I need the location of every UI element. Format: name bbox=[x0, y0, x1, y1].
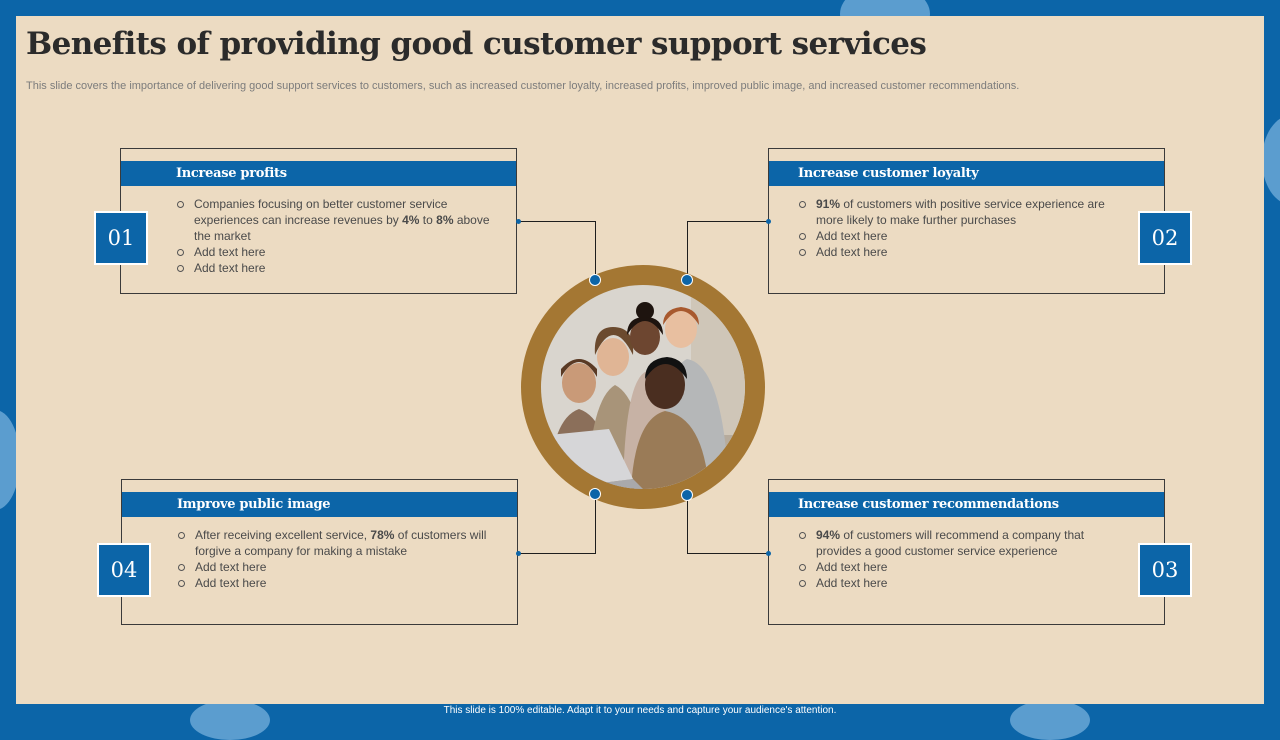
connector-line bbox=[595, 494, 596, 554]
bullet-item: 91% of customers with positive service e… bbox=[798, 196, 1118, 228]
bullet-list: Companies focusing on better customer se… bbox=[176, 196, 496, 276]
number-badge-01: 01 bbox=[94, 211, 148, 265]
card-increase-profits: Increase profits Companies focusing on b… bbox=[120, 148, 517, 294]
connector-line bbox=[687, 221, 768, 222]
background-circle bbox=[1262, 115, 1280, 205]
number-badge-03: 03 bbox=[1138, 543, 1192, 597]
connector-dot bbox=[681, 489, 693, 501]
bullet-list: 94% of customers will recommend a compan… bbox=[798, 527, 1118, 591]
bullet-item: Add text here bbox=[798, 575, 1118, 591]
connector-end-dot bbox=[766, 219, 771, 224]
connector-line bbox=[687, 496, 688, 554]
connector-end-dot bbox=[766, 551, 771, 556]
team-photo bbox=[541, 285, 745, 489]
connector-line bbox=[687, 553, 768, 554]
bullet-item: Add text here bbox=[798, 244, 1118, 260]
connector-end-dot bbox=[516, 219, 521, 224]
bullet-item: 94% of customers will recommend a compan… bbox=[798, 527, 1118, 559]
bullet-item: Companies focusing on better customer se… bbox=[176, 196, 496, 244]
slide-subtitle: This slide covers the importance of deli… bbox=[26, 80, 1020, 92]
slide: Benefits of providing good customer supp… bbox=[16, 16, 1264, 704]
connector-dot bbox=[589, 274, 601, 286]
number-badge-04: 04 bbox=[97, 543, 151, 597]
team-photo-illustration bbox=[541, 285, 745, 489]
bullet-item: After receiving excellent service, 78% o… bbox=[177, 527, 497, 559]
bullet-item: Add text here bbox=[176, 260, 496, 276]
connector-dot bbox=[589, 488, 601, 500]
card-increase-customer-loyalty: Increase customer loyalty 91% of custome… bbox=[768, 148, 1165, 294]
bullet-item: Add text here bbox=[177, 559, 497, 575]
connector-line bbox=[518, 221, 596, 222]
bullet-item: Add text here bbox=[798, 559, 1118, 575]
footer-note: This slide is 100% editable. Adapt it to… bbox=[443, 705, 837, 716]
card-increase-customer-recommendations: Increase customer recommendations 94% of… bbox=[768, 479, 1165, 625]
slide-title: Benefits of providing good customer supp… bbox=[26, 26, 927, 62]
bullet-item: Add text here bbox=[177, 575, 497, 591]
bullet-item: Add text here bbox=[176, 244, 496, 260]
connector-dot bbox=[681, 274, 693, 286]
connector-line bbox=[595, 221, 596, 279]
connector-end-dot bbox=[516, 551, 521, 556]
number-badge-02: 02 bbox=[1138, 211, 1192, 265]
card-improve-public-image: Improve public image After receiving exc… bbox=[121, 479, 518, 625]
card-heading: Increase profits bbox=[121, 161, 516, 186]
card-heading: Increase customer loyalty bbox=[769, 161, 1164, 186]
background-circle bbox=[0, 410, 20, 510]
card-heading: Increase customer recommendations bbox=[769, 492, 1164, 517]
bullet-item: Add text here bbox=[798, 228, 1118, 244]
card-heading: Improve public image bbox=[122, 492, 517, 517]
bullet-list: 91% of customers with positive service e… bbox=[798, 196, 1118, 260]
connector-line bbox=[518, 553, 596, 554]
connector-line bbox=[687, 221, 688, 279]
photo-ring bbox=[521, 265, 765, 509]
bullet-list: After receiving excellent service, 78% o… bbox=[177, 527, 497, 591]
